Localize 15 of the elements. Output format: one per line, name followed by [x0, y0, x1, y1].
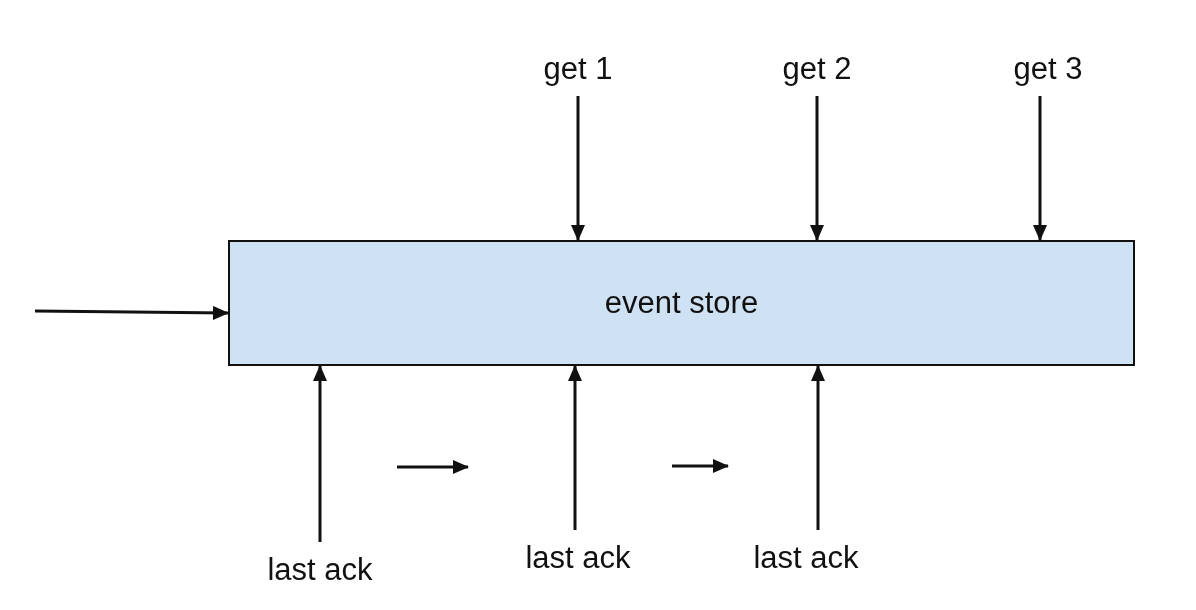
arrow-label: get 2	[769, 48, 865, 90]
arrow	[35, 305, 229, 320]
arrow-label: last ack	[738, 536, 874, 580]
box-label: event store	[604, 285, 759, 321]
arrow-label: last ack	[510, 536, 646, 580]
arrow	[811, 365, 825, 530]
arrow-label: get 3	[1000, 48, 1096, 90]
arrow-label: last ack	[252, 548, 388, 592]
arrow	[313, 365, 327, 542]
arrow-label: get 1	[530, 48, 626, 90]
arrow	[571, 96, 585, 241]
arrow	[810, 96, 824, 241]
arrow	[568, 365, 582, 530]
event-store-box	[228, 240, 1135, 366]
arrow	[1033, 96, 1047, 241]
